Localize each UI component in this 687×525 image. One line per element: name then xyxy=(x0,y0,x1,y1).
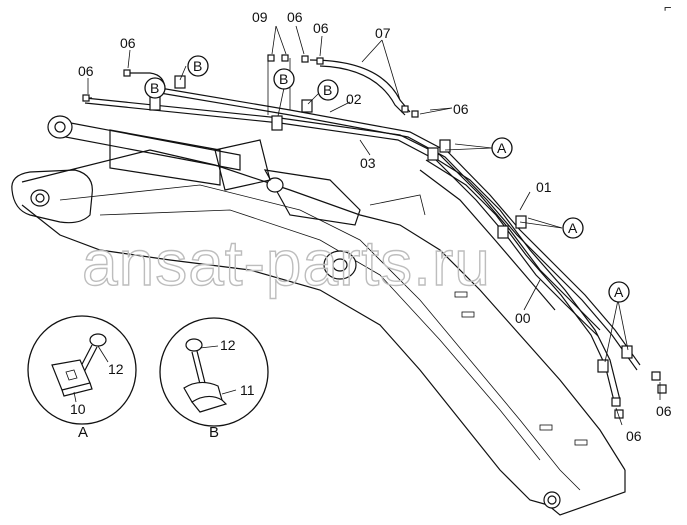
hose-lines xyxy=(82,54,667,419)
detail-b-label-12: 12 xyxy=(220,337,236,353)
svg-text:B: B xyxy=(279,71,288,87)
label-06-bottom-a: 06 xyxy=(626,428,642,444)
callout-b-top: B xyxy=(187,55,209,77)
label-03: 03 xyxy=(360,155,376,171)
detail-a-label-10: 10 xyxy=(70,401,86,417)
callout-a-middle: A xyxy=(562,217,584,239)
label-07: 07 xyxy=(375,25,391,41)
callout-b-left: B xyxy=(144,77,166,99)
label-06-left-b: 06 xyxy=(78,63,94,79)
svg-text:B: B xyxy=(193,58,202,74)
callout-a-upper: A xyxy=(491,137,513,159)
label-09: 09 xyxy=(252,9,268,25)
detail-a: 12 10 A xyxy=(27,315,137,441)
label-06-top-b: 06 xyxy=(313,20,329,36)
boom-body xyxy=(11,115,626,516)
label-06-right: 06 xyxy=(453,101,469,117)
svg-text:A: A xyxy=(568,220,578,236)
part-number-labels: 09 06 06 07 06 06 02 03 06 01 00 06 06 xyxy=(78,9,672,444)
corner-mark: ⌐ xyxy=(664,0,672,15)
svg-text:A: A xyxy=(497,140,507,156)
detail-a-title: A xyxy=(78,424,88,441)
svg-text:B: B xyxy=(323,82,332,98)
svg-text:A: A xyxy=(614,284,624,300)
detail-b-title: B xyxy=(209,424,219,441)
watermark-text: ansat-parts.ru xyxy=(82,227,491,299)
callout-b-mid: B xyxy=(273,68,295,90)
label-02: 02 xyxy=(346,91,362,107)
detail-b: 12 11 B xyxy=(159,317,269,441)
label-06-top-a: 06 xyxy=(287,9,303,25)
callout-b-right: B xyxy=(317,79,339,101)
svg-text:B: B xyxy=(150,80,159,96)
detail-b-label-11: 11 xyxy=(240,382,255,398)
callout-a-lower: A xyxy=(608,281,630,303)
detail-a-label-12: 12 xyxy=(108,361,124,377)
label-01: 01 xyxy=(536,179,552,195)
label-06-left-a: 06 xyxy=(120,35,136,51)
label-00: 00 xyxy=(515,310,531,326)
label-06-bottom-b: 06 xyxy=(656,403,672,419)
